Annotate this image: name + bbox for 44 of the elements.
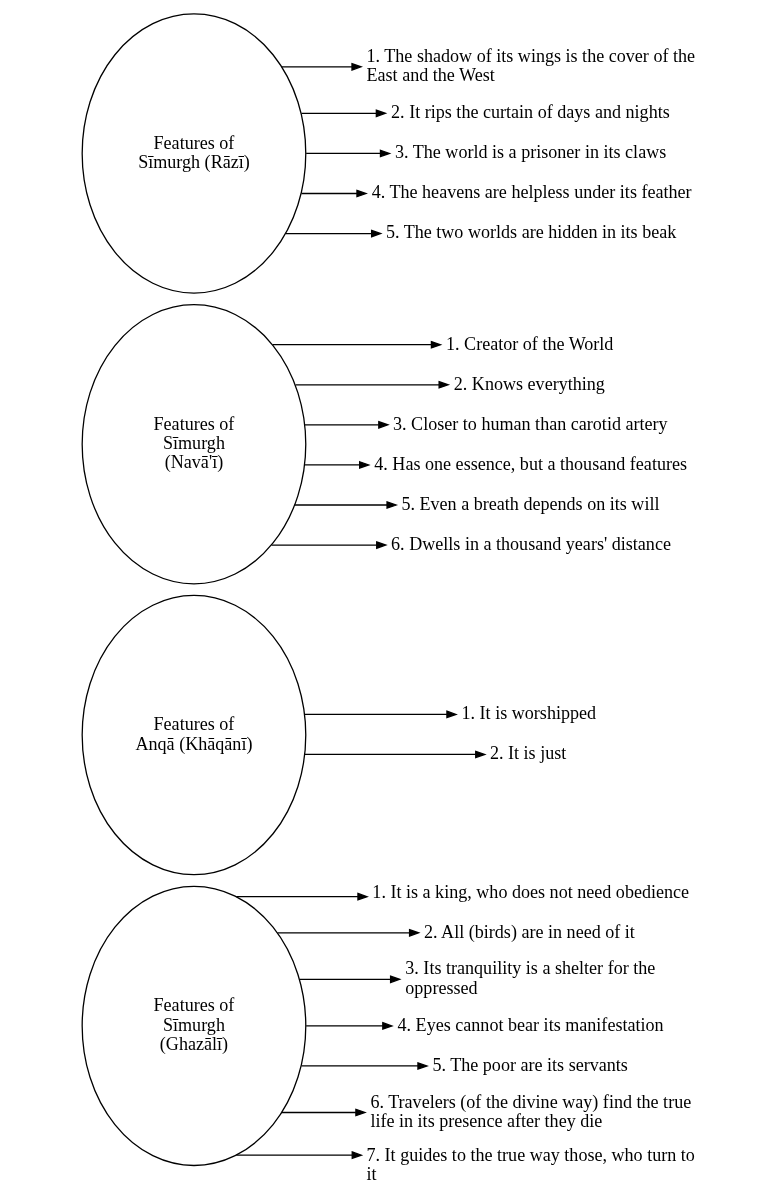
arrow — [271, 340, 442, 349]
arrow — [303, 420, 390, 429]
node-text: 6. Dwells in a thousand years' distance — [390, 533, 671, 554]
arrow — [235, 1151, 363, 1160]
arrow — [280, 1108, 367, 1117]
node-ellipse: Features of Sīmurgh (Ghazālī) — [81, 885, 306, 1167]
node-ellipse: Features of Anqā (Khāqānī) — [81, 594, 306, 876]
node-ellipse: Features of Sīmurgh (Navā'ī) — [81, 304, 306, 585]
arrow — [303, 750, 487, 759]
arrow — [305, 149, 391, 158]
node-text: 6. Travelers (of the divine way) find the true life in its presence after they die — [369, 1091, 691, 1131]
arrow — [298, 975, 402, 984]
arrow — [280, 62, 363, 71]
node-text: 4. The heavens are helpless under its feather — [371, 182, 692, 203]
arrow — [300, 109, 387, 118]
arrow — [270, 541, 388, 550]
arrow — [293, 500, 398, 510]
arrow — [294, 380, 450, 389]
arrow — [235, 892, 369, 901]
node-text: 1. It is worshipped — [461, 703, 596, 724]
node-text: 4. Eyes cannot bear its manifestation — [397, 1014, 664, 1035]
node-text: 5. The two worlds are hidden in its beak — [385, 222, 676, 243]
node-text: 2. All (birds) are in need of it — [423, 921, 635, 942]
node-text: 2. It is just — [489, 743, 566, 764]
node-text: 5. Even a breath depends on its will — [400, 493, 659, 514]
arrow — [300, 189, 368, 198]
node-text: 7. It guides to the true way those, who turn to it — [366, 1144, 695, 1184]
arrow — [300, 1061, 429, 1071]
node-text: 4. Has one essence, but a thousand features — [373, 453, 687, 474]
node-text: 3. The world is a prisoner in its claws — [394, 142, 666, 163]
node-text: 2. It rips the curtain of days and nights — [390, 102, 670, 123]
node-text: 1. Creator of the World — [445, 333, 613, 354]
arrow — [284, 229, 383, 238]
node-text: 3. Its tranquility is a shelter for the oppressed — [404, 958, 655, 998]
node-text: 2. Knows everything — [453, 373, 605, 394]
node-text: 3. Closer to human than carotid artery — [392, 413, 668, 434]
node-text: 5. The poor are its servants — [431, 1054, 628, 1075]
node-text: 1. The shadow of its wings is the cover of the East and the West — [366, 45, 695, 86]
arrow — [276, 928, 421, 937]
node-ellipse: Features of Sīmurgh (Rāzī) — [81, 13, 306, 294]
arrow — [303, 460, 371, 469]
arrow — [303, 710, 458, 719]
arrow — [305, 1021, 394, 1030]
node-text: 1. It is a king, who does not need obedience — [371, 881, 689, 902]
